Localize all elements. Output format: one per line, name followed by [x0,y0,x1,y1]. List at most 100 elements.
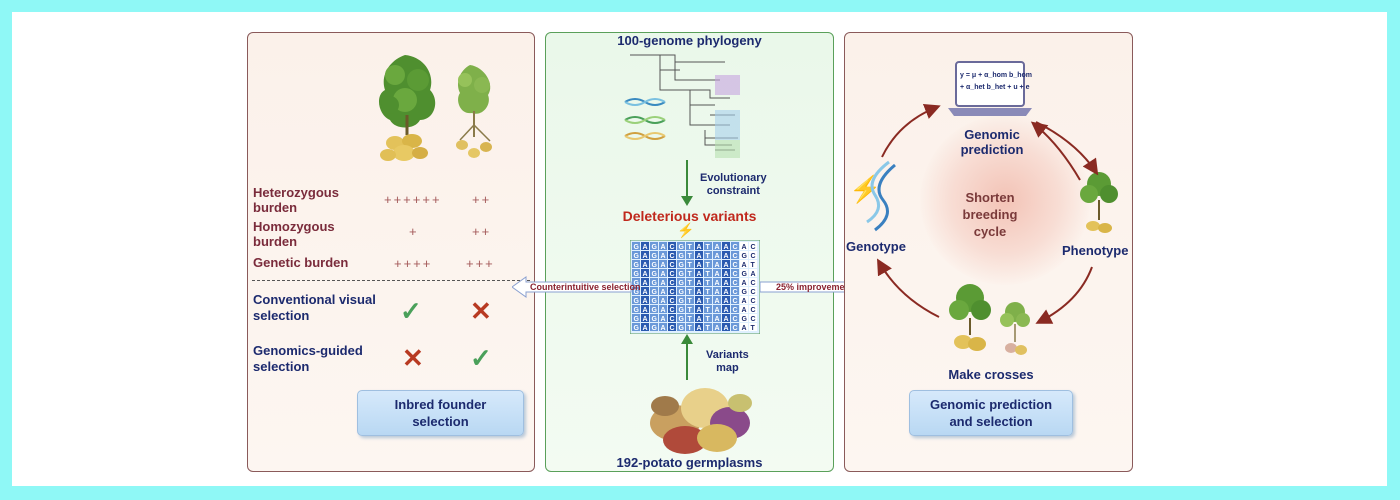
alignment-base: G [634,253,640,260]
alignment-base: C [751,244,756,251]
alignment-base: A [661,298,666,305]
alignment-base: T [706,316,711,323]
alignment-base: A [724,325,729,332]
alignment-base: A [697,262,702,269]
alignment-base: A [742,262,747,269]
alignment-cell [632,260,640,268]
alignment-cell [668,260,676,268]
alignment-cell [659,242,667,250]
alignment-cell [713,260,721,268]
alignment-cell [731,260,739,268]
dna-genotype-icon: ⚡ [849,160,896,232]
alignment-cell [659,305,667,313]
alignment-cell [632,305,640,313]
alignment-cell [650,251,658,259]
alignment-base: C [670,244,675,251]
cross-icon: ✕ [402,343,424,373]
alignment-cell [740,287,748,295]
alignment-base: A [643,280,648,287]
alignment-base: A [643,289,648,296]
alignment-cell [677,242,685,250]
alignment-cell [632,287,640,295]
alignment-cell [695,287,703,295]
alignment-cell [641,269,649,277]
alignment-base: A [661,253,666,260]
alignment-cell [650,269,658,277]
alignment-base: G [634,325,640,332]
alignment-base: A [643,244,648,251]
alignment-base: G [679,271,685,278]
alignment-base: T [706,253,711,260]
alignment-cell [632,251,640,259]
up-arrow-icon [681,334,693,380]
alignment-base: G [679,307,685,314]
alignment-cell [659,314,667,322]
lightning-icon: ⚡ [677,222,695,238]
alignment-cell [686,296,694,304]
alignment-cell [659,278,667,286]
alignment-cell [749,269,757,277]
alignment-cell [740,260,748,268]
alignment-cell [731,251,739,259]
alignment-base: C [670,262,675,269]
alignment-base: A [661,307,666,314]
alignment-cell [659,323,667,331]
alignment-base: A [661,271,666,278]
alignment-base: A [697,298,702,305]
alignment-cell [641,305,649,313]
alignment-base: A [643,253,648,260]
alignment-base: G [652,271,658,278]
alignment-base: A [697,307,702,314]
alignment-base: G [679,289,685,296]
heterozygous-burden-alt-score: ++ [472,192,492,207]
alignment-cell [668,314,676,322]
alignment-cell [704,305,712,313]
alignment-cell [695,260,703,268]
alignment-base: G [652,262,658,269]
alignment-cell [722,242,730,250]
alignment-base: G [634,289,640,296]
alignment-base: G [679,262,685,269]
alignment-cell [695,269,703,277]
alignment-cell [677,287,685,295]
alignment-base: G [652,244,658,251]
alignment-cell [704,251,712,259]
alignment-base: C [733,298,738,305]
alignment-cell [731,323,739,331]
alignment-base: A [715,244,720,251]
alignment-base: C [751,280,756,287]
alignment-base: C [751,253,756,260]
alignment-base: C [751,289,756,296]
alignment-cell [695,242,703,250]
alignment-base: A [715,271,720,278]
alignment-cell [740,305,748,313]
alignment-base: A [742,244,747,251]
alignment-base: T [688,253,693,260]
alignment-base: G [652,325,658,332]
alignment-cell [749,260,757,268]
alignment-base: A [724,244,729,251]
alignment-cell [677,260,685,268]
alignment-base: A [724,271,729,278]
alignment-cell [686,314,694,322]
alignment-cell [677,278,685,286]
alignment-cell [632,314,640,322]
alignment-base: C [751,307,756,314]
alignment-cell [641,242,649,250]
alignment-base: T [706,298,711,305]
alignment-cell [641,296,649,304]
alignment-base: T [751,262,756,269]
homozygous-burden-alt-score: ++ [472,224,492,239]
alignment-base: G [652,316,658,323]
alignment-cell [650,305,658,313]
alignment-cell [749,242,757,250]
sparse-plant-icon [456,65,492,158]
alignment-cell [704,242,712,250]
alignment-base: A [724,298,729,305]
alignment-base: C [670,307,675,314]
alignment-cell [731,242,739,250]
alignment-base: A [697,253,702,260]
alignment-cell [704,296,712,304]
